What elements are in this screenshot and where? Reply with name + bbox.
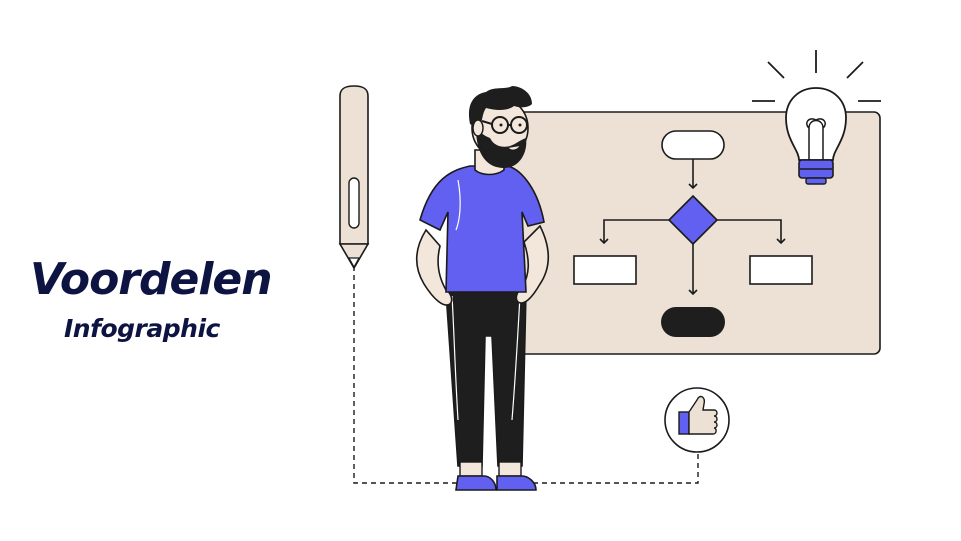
character-hair bbox=[468, 86, 532, 130]
flow-arrow-decision-left bbox=[599, 219, 669, 245]
flow-end-terminator bbox=[661, 307, 725, 337]
light-bulb-icon bbox=[752, 50, 881, 185]
pen-icon bbox=[338, 85, 370, 270]
flowchart-board bbox=[509, 111, 881, 355]
character-left-shoe bbox=[455, 475, 497, 491]
character-shirt bbox=[419, 165, 545, 293]
flow-process-left bbox=[573, 255, 637, 285]
page-title: Voordelen bbox=[30, 254, 273, 305]
character-left-arm bbox=[415, 228, 453, 306]
character-beard bbox=[476, 128, 527, 168]
page-subtitle: Infographic bbox=[64, 314, 220, 343]
flow-arrow-decision-right bbox=[717, 219, 786, 245]
thumbs-up-icon bbox=[664, 387, 730, 453]
flow-process-right bbox=[749, 255, 813, 285]
character-illustration bbox=[415, 86, 550, 491]
character-right-shoe bbox=[496, 475, 537, 491]
flow-start-terminator bbox=[661, 130, 725, 160]
character-pants bbox=[445, 291, 527, 467]
